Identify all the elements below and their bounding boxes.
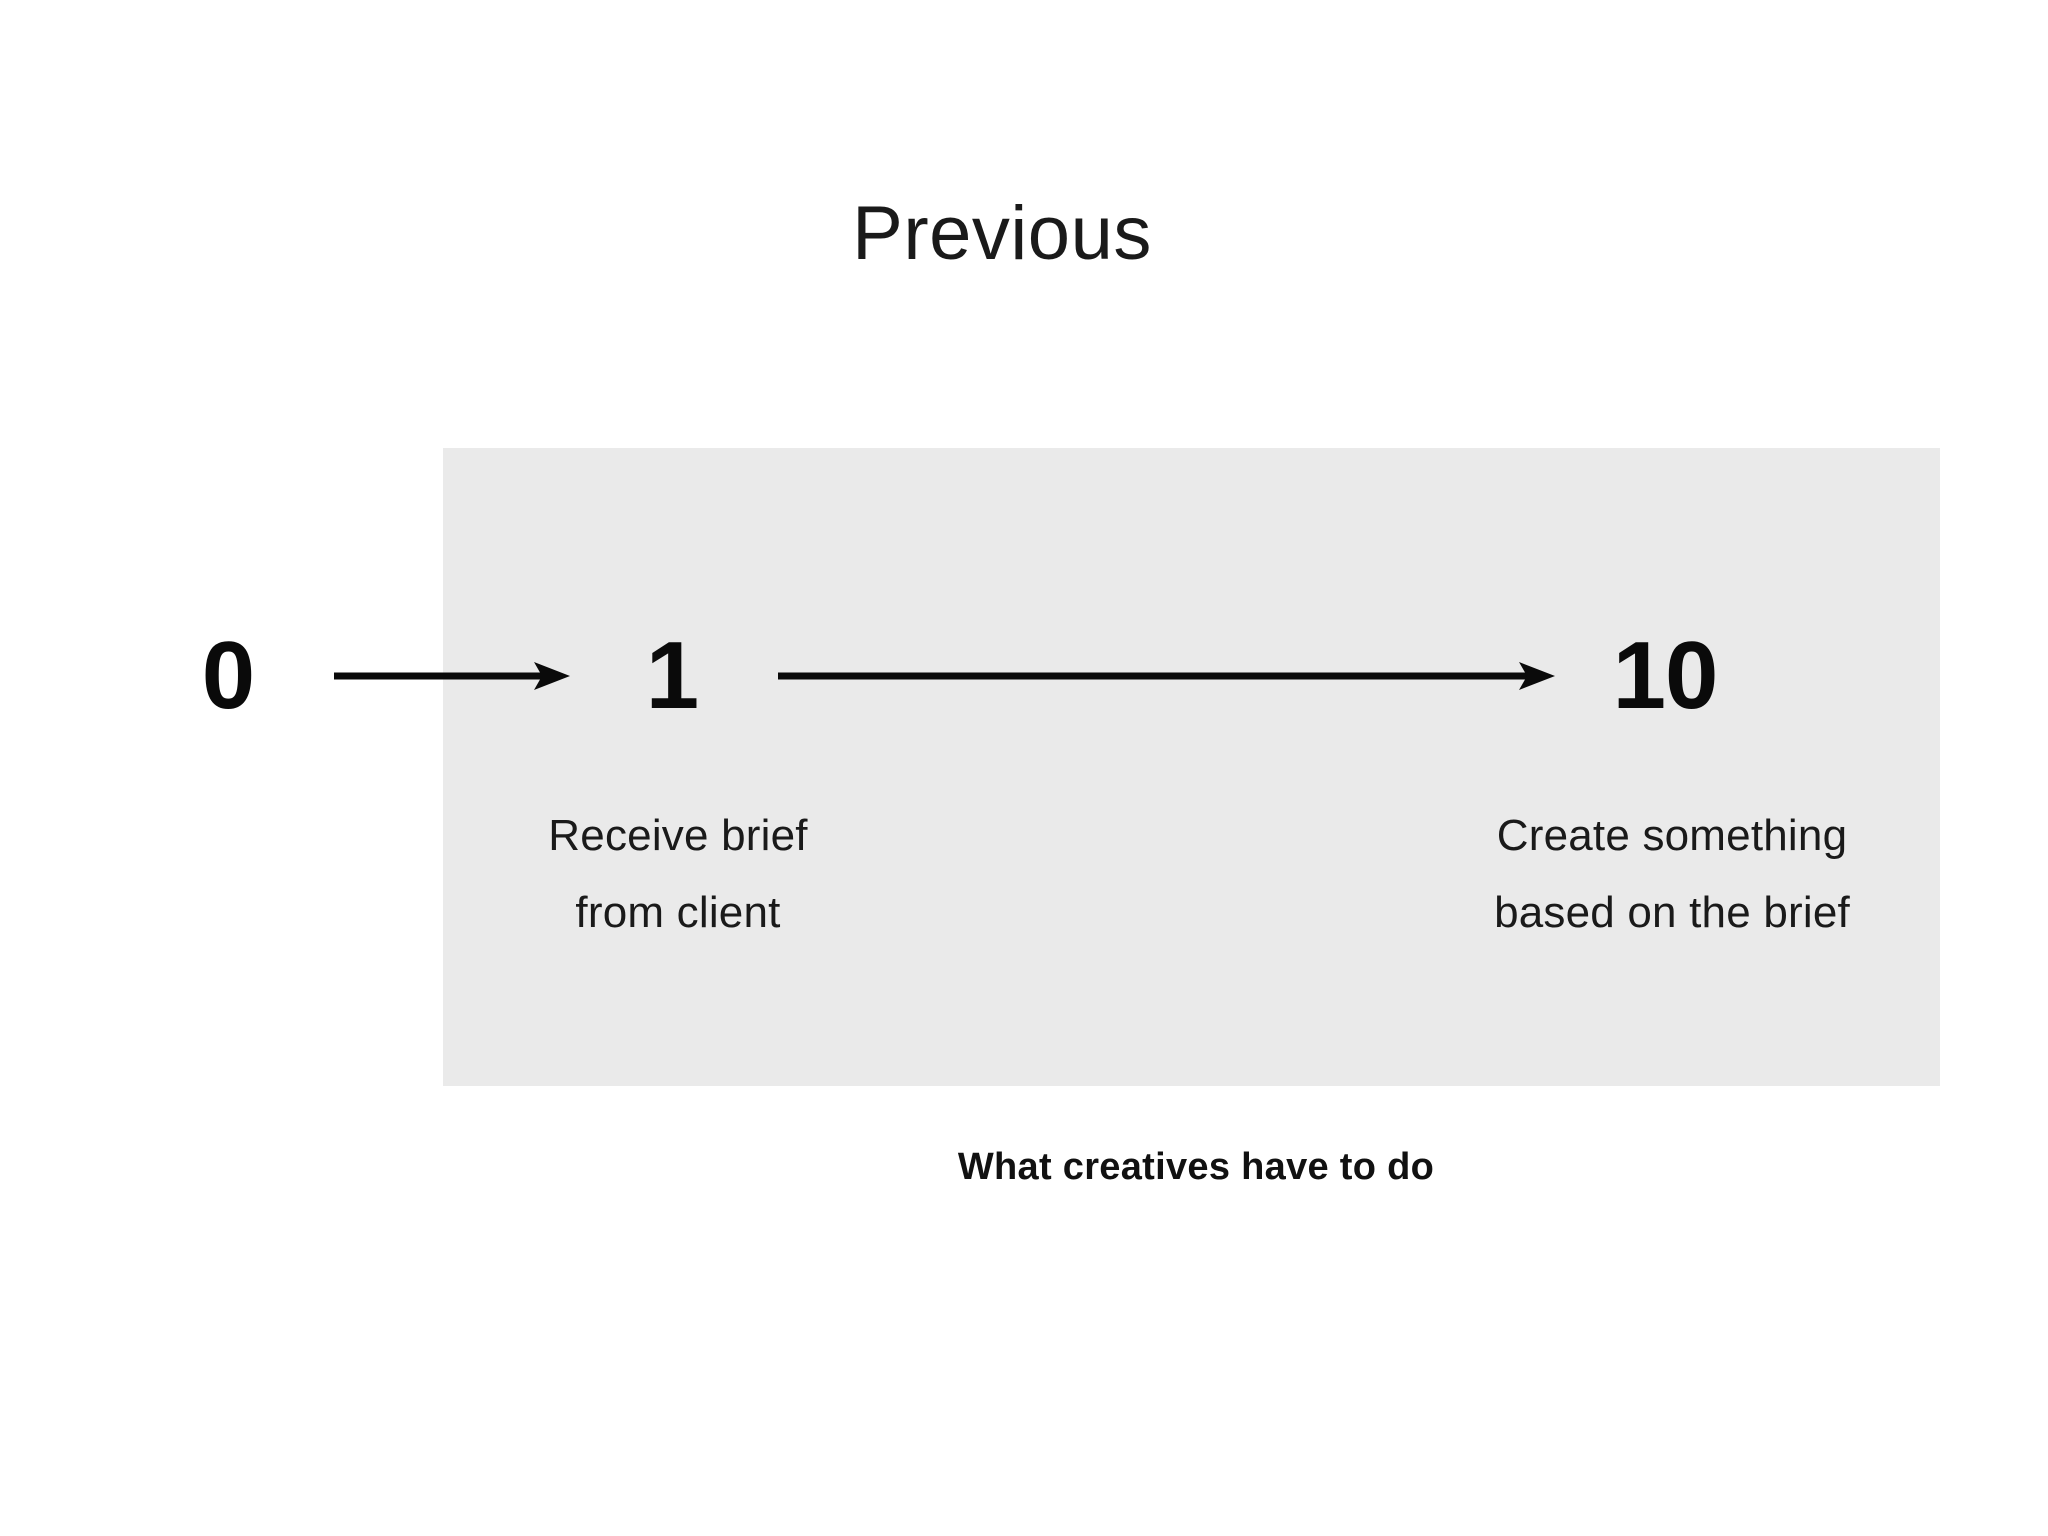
page-title: Previous	[852, 191, 1152, 276]
footer-caption: What creatives have to do	[957, 1146, 1435, 1188]
step-label-10-line2: based on the brief	[1494, 888, 1850, 937]
arrow-right-icon-0-to-1	[334, 656, 570, 696]
step-number-10: 10	[1612, 622, 1719, 729]
step-label-10-line1: Create something	[1496, 811, 1848, 860]
step-number-0: 0	[201, 622, 255, 729]
step-label-1-line2: from client	[575, 888, 781, 937]
step-label-1-line1: Receive brief	[548, 811, 808, 860]
highlight-panel	[443, 448, 1940, 1086]
step-label-1: Receive brief from client	[398, 797, 958, 951]
arrow-right-icon-1-to-10	[778, 656, 1555, 696]
step-label-10: Create something based on the brief	[1392, 797, 1952, 951]
step-number-1: 1	[645, 622, 699, 729]
